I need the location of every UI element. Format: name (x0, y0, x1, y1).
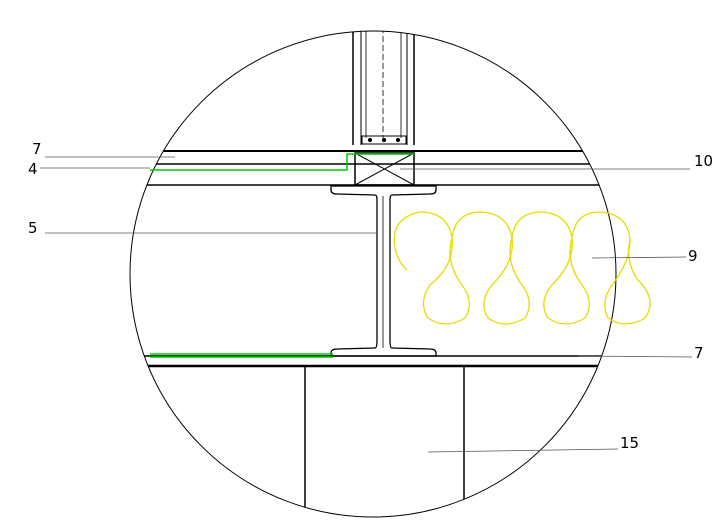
label-7-bottom: 7 (694, 344, 704, 362)
membrane (150, 153, 414, 358)
label-4: 4 (28, 160, 38, 178)
label-9: 9 (688, 247, 698, 265)
steel-i-beam (330, 185, 437, 357)
label-5: 5 (28, 219, 38, 237)
label-7-top: 7 (32, 140, 42, 158)
insulation (393, 211, 651, 325)
label-15: 15 (620, 434, 639, 452)
upper-wall-frame (352, 31, 415, 145)
leader-lines (40, 156, 693, 453)
label-10: 10 (694, 152, 713, 170)
detail-circle (129, 30, 617, 518)
